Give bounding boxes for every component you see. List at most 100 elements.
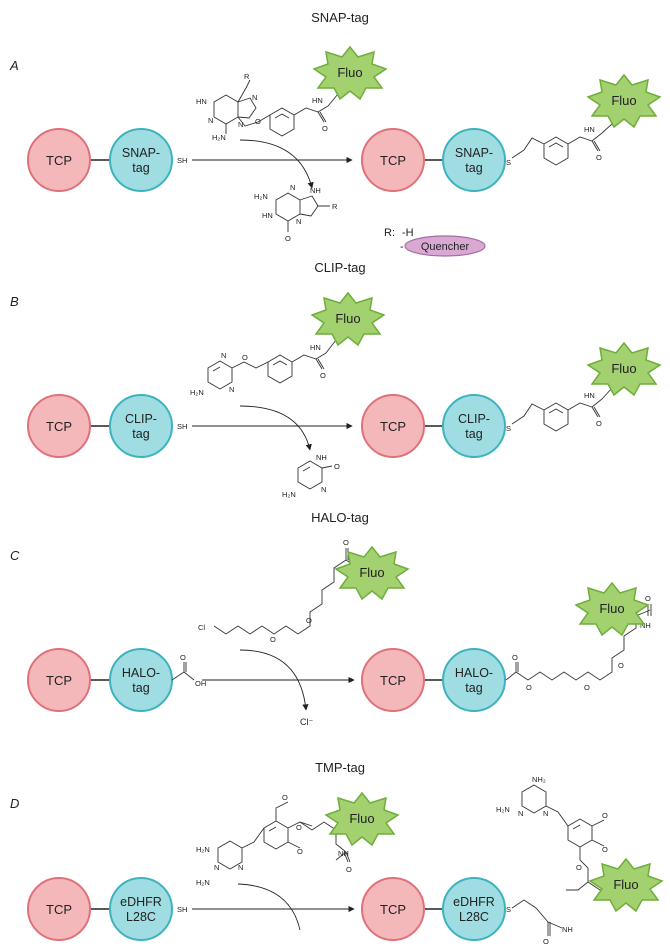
tcp-circle (27, 648, 91, 712)
tcp-circle (361, 128, 425, 192)
tcp-circle (27, 128, 91, 192)
tcp-circle (27, 394, 91, 458)
svg-text:O: O (602, 811, 608, 820)
quencher-label: Quencher (421, 241, 470, 253)
chloride-ion: Cl⁻ (300, 717, 313, 727)
svg-text:S: S (506, 424, 511, 433)
svg-text:HN: HN (310, 343, 321, 352)
svg-text:Fluo: Fluo (599, 601, 624, 616)
svg-text:TCP: TCP (380, 673, 406, 688)
svg-text:O: O (645, 594, 651, 603)
quencher-ellipse (404, 235, 486, 257)
svg-text:O: O (512, 653, 518, 662)
guanine-leaving-group: H₂N N HN N NH R O (254, 183, 338, 243)
svg-text:N: N (543, 809, 548, 818)
svg-text:SH: SH (177, 905, 187, 914)
svg-text:HN: HN (584, 125, 595, 134)
svg-text:O: O (334, 462, 340, 471)
edhfr-circle (109, 877, 173, 941)
svg-text:NH: NH (316, 453, 327, 462)
panel-d-reactant-protein: TCP eDHFR L28C SH (27, 877, 187, 941)
svg-text:O: O (343, 538, 349, 547)
svg-text:TCP: TCP (380, 902, 406, 917)
svg-text:H₂N: H₂N (212, 133, 226, 142)
svg-text:O: O (270, 635, 276, 644)
svg-text:Fluo: Fluo (611, 93, 636, 108)
svg-text:CLIP-: CLIP- (125, 412, 157, 426)
svg-text:Fluo: Fluo (611, 361, 636, 376)
reaction-curve (237, 883, 301, 931)
svg-text:O: O (242, 353, 248, 362)
svg-text:H₂N: H₂N (190, 388, 204, 397)
svg-text:O: O (282, 793, 288, 802)
svg-text:TCP: TCP (380, 419, 406, 434)
svg-text:O: O (255, 117, 261, 126)
svg-text:S: S (506, 905, 511, 914)
tcp-circle (27, 877, 91, 941)
svg-text:O: O (576, 863, 582, 872)
svg-text:N: N (229, 385, 234, 394)
leaving-group-arrow (239, 139, 314, 189)
svg-text:O: O (526, 683, 532, 692)
svg-text:H₂N: H₂N (254, 192, 268, 201)
svg-text:N: N (296, 217, 301, 226)
panel-c-letter: C (10, 548, 20, 563)
svg-text:Fluo: Fluo (349, 811, 374, 826)
panel-d-title: TMP-tag (315, 760, 365, 775)
svg-text:O: O (596, 419, 602, 428)
svg-text:HALO-: HALO- (455, 666, 493, 680)
svg-text:eDHFR: eDHFR (453, 895, 495, 909)
svg-text:NH: NH (640, 621, 651, 630)
panel-c-reactant-protein: TCP HALO- tag O OH (27, 648, 206, 712)
svg-text:TCP: TCP (46, 902, 72, 917)
svg-text:OH: OH (195, 679, 206, 688)
svg-text:tag: tag (465, 427, 482, 441)
svg-text:O: O (543, 937, 549, 946)
panel-b-letter: B (10, 294, 19, 309)
svg-text:N: N (238, 120, 243, 129)
benzylcytosine-substrate: N N H₂N O HN O Fluo (190, 292, 385, 397)
tcp-circle (361, 877, 425, 941)
svg-text:H₂N: H₂N (196, 845, 210, 854)
r-value-h: -H (402, 227, 414, 239)
panel-b-reactant-protein: TCP CLIP- tag SH (27, 394, 187, 458)
panel-a-reactant-protein: TCP SNAP- tag SH (27, 128, 187, 192)
svg-text:N: N (214, 863, 219, 872)
panel-d-letter: D (10, 796, 19, 811)
svg-text:SNAP-: SNAP- (455, 146, 493, 160)
snap-tag-label-line2: tag (132, 161, 149, 175)
r-group-legend: R: -H - Quencher (384, 227, 486, 257)
benzylguanine-substrate: R HN N N N H₂N O HN O Fluo (196, 46, 387, 142)
tcp-label: TCP (46, 153, 72, 168)
svg-text:O: O (306, 616, 312, 625)
svg-text:HN: HN (584, 391, 595, 400)
svg-text:HN: HN (312, 96, 323, 105)
svg-text:Fluo: Fluo (613, 877, 638, 892)
svg-text:tag: tag (132, 427, 149, 441)
svg-text:N: N (321, 485, 326, 494)
leaving-group-arrow (239, 649, 309, 711)
svg-text:tag: tag (465, 681, 482, 695)
svg-text:tag: tag (132, 681, 149, 695)
svg-text:N: N (518, 809, 523, 818)
chloroalkane-substrate: Cl O O NH O Fluo (198, 538, 409, 644)
panel-a-product-protein: TCP SNAP- tag S HN O Fluo (361, 74, 661, 192)
svg-text:O: O (320, 371, 326, 380)
svg-text:H₂N: H₂N (196, 878, 210, 887)
svg-text:Fluo: Fluo (359, 565, 384, 580)
clip-tag-circle (442, 394, 506, 458)
svg-text:N: N (290, 183, 295, 192)
svg-text:NH₂: NH₂ (532, 775, 546, 784)
svg-text:O: O (346, 865, 352, 874)
svg-text:H₂N: H₂N (496, 805, 510, 814)
svg-text:CLIP-: CLIP- (458, 412, 490, 426)
tcp-circle (361, 648, 425, 712)
svg-text:R: R (332, 202, 338, 211)
svg-text:tag: tag (465, 161, 482, 175)
halo-tag-circle (442, 648, 506, 712)
svg-text:NH: NH (562, 925, 573, 934)
panel-a-title: SNAP-tag (311, 10, 369, 25)
svg-text:O: O (602, 845, 608, 854)
svg-text:TCP: TCP (46, 419, 72, 434)
